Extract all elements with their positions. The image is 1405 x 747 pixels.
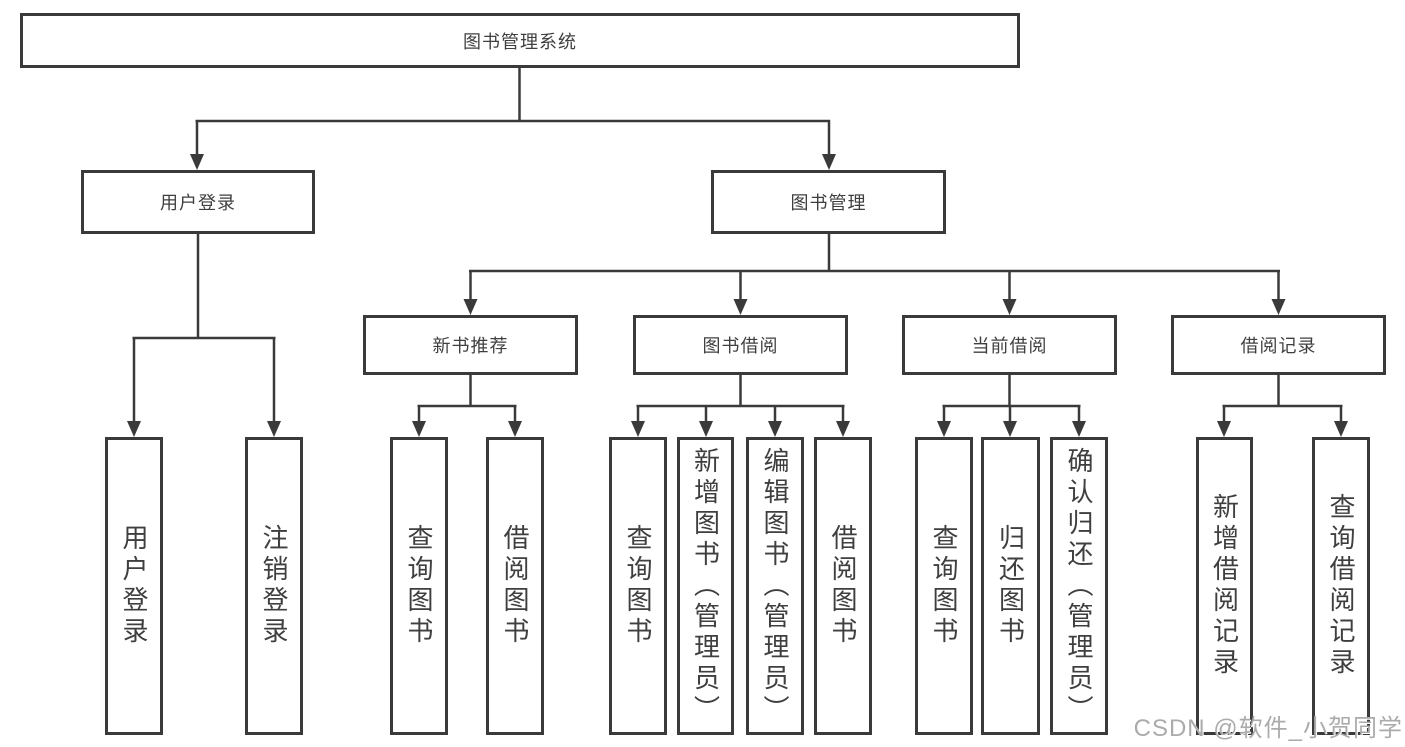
node-leaf-add-book-admin-label: 新增图书（管理员）	[690, 446, 721, 726]
connector-book-borrow-branch	[631, 375, 850, 437]
node-book-borrow: 图书借阅	[633, 315, 848, 375]
node-user-login-label: 用户登录	[160, 193, 236, 213]
node-leaf-query-book-a: 查询图书	[390, 437, 448, 735]
node-root: 图书管理系统	[20, 13, 1020, 68]
arrowhead-icon	[1002, 299, 1017, 315]
node-user-login: 用户登录	[81, 170, 315, 234]
node-borrow-records: 借阅记录	[1171, 315, 1386, 375]
arrowhead-icon	[1003, 421, 1017, 437]
node-borrow-records-label: 借阅记录	[1240, 336, 1317, 356]
node-new-book-rec: 新书推荐	[363, 315, 578, 375]
csdn-watermark: CSDN @软件_小贺同学	[1133, 715, 1403, 742]
arrowhead-icon	[822, 154, 836, 170]
node-leaf-query-book-c-label: 查询图书	[929, 524, 959, 648]
node-leaf-borrow-book-b: 借阅图书	[814, 437, 872, 735]
node-leaf-user-login: 用户登录	[105, 437, 163, 735]
node-leaf-confirm-return-admin-label: 确认归还（管理员）	[1064, 446, 1094, 726]
node-current-borrow: 当前借阅	[902, 315, 1117, 375]
node-leaf-borrow-book-a-label: 借阅图书	[500, 524, 530, 648]
arrowhead-icon	[1334, 421, 1348, 437]
node-leaf-query-book-a-label: 查询图书	[404, 524, 434, 648]
node-leaf-query-book-b: 查询图书	[609, 437, 667, 735]
connector-new-book-rec-branch	[412, 375, 522, 437]
arrowhead-icon	[631, 421, 645, 437]
node-leaf-logout-label: 注销登录	[259, 524, 289, 648]
node-leaf-edit-book-admin: 编辑图书（管理员）	[746, 437, 804, 735]
connector-root-to-level2	[190, 68, 836, 170]
connector-borrow-records-branch	[1217, 375, 1348, 437]
node-leaf-borrow-book-b-label: 借阅图书	[828, 524, 858, 648]
node-leaf-query-borrow-record-label: 查询借阅记录	[1326, 493, 1356, 679]
node-leaf-confirm-return-admin: 确认归还（管理员）	[1050, 437, 1108, 735]
arrowhead-icon	[190, 154, 204, 170]
arrowhead-icon	[127, 421, 141, 437]
node-leaf-return-book-label: 归还图书	[995, 524, 1026, 648]
arrowhead-icon	[836, 421, 850, 437]
arrowhead-icon	[937, 421, 951, 437]
arrowhead-icon	[1072, 421, 1086, 437]
node-book-mgmt-label: 图书管理	[790, 193, 867, 213]
node-new-book-rec-label: 新书推荐	[432, 336, 509, 356]
arrowhead-icon	[267, 421, 281, 437]
arrowhead-icon	[463, 299, 478, 315]
connector-book-mgmt-to-level3	[463, 234, 1286, 315]
node-leaf-borrow-book-a: 借阅图书	[486, 437, 544, 735]
node-leaf-user-login-label: 用户登录	[119, 524, 149, 648]
node-root-label: 图书管理系统	[463, 31, 577, 52]
node-book-mgmt: 图书管理	[711, 170, 946, 234]
node-leaf-add-book-admin: 新增图书（管理员）	[677, 437, 734, 735]
arrowhead-icon	[1271, 299, 1286, 315]
arrowhead-icon	[1217, 421, 1231, 437]
arrowhead-icon	[733, 299, 748, 315]
arrowhead-icon	[508, 421, 522, 437]
arrowhead-icon	[412, 421, 426, 437]
node-current-borrow-label: 当前借阅	[971, 336, 1048, 356]
arrowhead-icon	[768, 421, 782, 437]
node-leaf-add-borrow-record: 新增借阅记录	[1196, 437, 1253, 735]
node-leaf-return-book: 归还图书	[981, 437, 1040, 735]
node-leaf-query-book-c: 查询图书	[915, 437, 973, 735]
node-leaf-edit-book-admin-label: 编辑图书（管理员）	[760, 446, 790, 726]
connector-current-borrow-branch	[937, 375, 1086, 437]
node-leaf-query-book-b-label: 查询图书	[623, 524, 653, 648]
node-leaf-logout: 注销登录	[245, 437, 303, 735]
connector-user-login-branch	[127, 234, 281, 437]
node-leaf-add-borrow-record-label: 新增借阅记录	[1209, 493, 1240, 679]
node-leaf-query-borrow-record: 查询借阅记录	[1312, 437, 1370, 735]
node-book-borrow-label: 图书借阅	[702, 336, 779, 356]
arrowhead-icon	[699, 421, 713, 437]
